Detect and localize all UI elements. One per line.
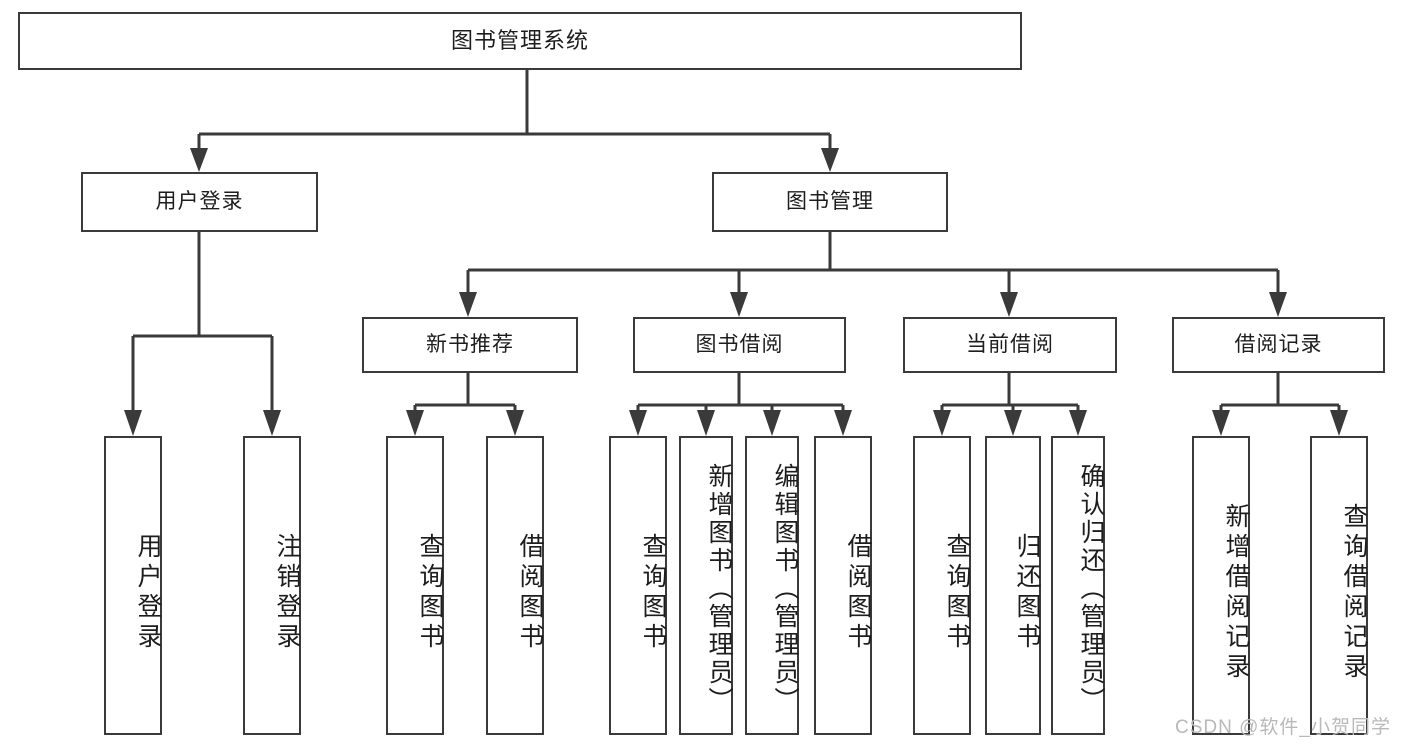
arrowhead-current-borrow bbox=[1000, 292, 1018, 317]
arrowhead-leaf-query-book-1 bbox=[406, 410, 424, 436]
node-root[interactable]: 图书管理系统 bbox=[18, 12, 1022, 70]
node-leaf-query-book-2[interactable]: 查询图书 bbox=[609, 436, 667, 735]
node-leaf-return-book[interactable]: 归还图书 bbox=[985, 436, 1041, 735]
node-leaf-user-login[interactable]: 用户登录 bbox=[104, 436, 162, 735]
arrowhead-leaf-query-record bbox=[1330, 410, 1348, 436]
node-book-manage[interactable]: 图书管理 bbox=[712, 172, 948, 232]
csdn-watermark: CSDN @软件_小贺同学 bbox=[1175, 717, 1391, 738]
arrowhead-book-manage bbox=[821, 148, 839, 172]
node-leaf-borrow-book-1[interactable]: 借阅图书 bbox=[486, 436, 544, 735]
node-new-book-recommend[interactable]: 新书推荐 bbox=[362, 317, 578, 373]
arrowhead-leaf-borrow-book-1 bbox=[506, 410, 524, 436]
node-leaf-query-book-1[interactable]: 查询图书 bbox=[386, 436, 444, 735]
arrowhead-leaf-user-login bbox=[124, 410, 142, 436]
node-leaf-add-book[interactable]: 新增图书（管理员） bbox=[679, 436, 733, 735]
node-leaf-query-book-3[interactable]: 查询图书 bbox=[913, 436, 971, 735]
node-leaf-borrow-book-2[interactable]: 借阅图书 bbox=[814, 436, 872, 735]
arrowhead-leaf-borrow-book-2 bbox=[834, 410, 852, 436]
node-leaf-edit-book[interactable]: 编辑图书（管理员） bbox=[745, 436, 799, 735]
arrowhead-leaf-return-book bbox=[1004, 410, 1022, 436]
node-book-borrow[interactable]: 图书借阅 bbox=[633, 317, 846, 373]
node-leaf-confirm-return[interactable]: 确认归还（管理员） bbox=[1051, 436, 1105, 735]
arrowhead-leaf-query-book-3 bbox=[933, 410, 951, 436]
arrowhead-new-book-rec bbox=[459, 292, 477, 317]
node-leaf-logout[interactable]: 注销登录 bbox=[243, 436, 301, 735]
arrowhead-borrow-record bbox=[1269, 292, 1287, 317]
arrowhead-leaf-query-book-2 bbox=[629, 410, 647, 436]
node-leaf-query-record[interactable]: 查询借阅记录 bbox=[1310, 436, 1368, 735]
node-current-borrow[interactable]: 当前借阅 bbox=[903, 317, 1117, 373]
arrowhead-book-borrow bbox=[730, 292, 748, 317]
node-user-login[interactable]: 用户登录 bbox=[81, 172, 318, 232]
arrowhead-leaf-logout bbox=[263, 410, 281, 436]
arrowhead-leaf-confirm-return bbox=[1069, 410, 1087, 436]
arrowhead-leaf-edit-book bbox=[763, 410, 781, 436]
arrowhead-user-login bbox=[190, 148, 208, 172]
node-leaf-add-record[interactable]: 新增借阅记录 bbox=[1192, 436, 1250, 735]
arrowhead-leaf-add-book bbox=[697, 410, 715, 436]
arrowhead-leaf-add-record bbox=[1212, 410, 1230, 436]
node-borrow-record[interactable]: 借阅记录 bbox=[1172, 317, 1385, 373]
